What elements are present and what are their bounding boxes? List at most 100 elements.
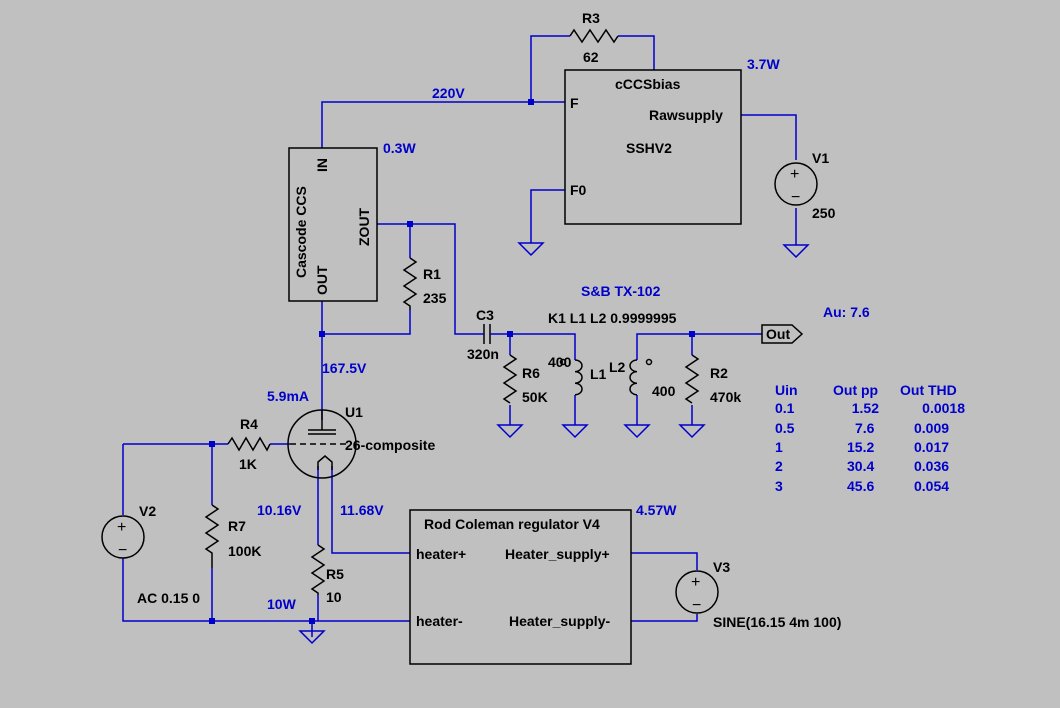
resistor-r1: R1 235 xyxy=(402,257,447,310)
cascode-pin-out: OUT xyxy=(314,265,330,295)
cascode-pin-in: IN xyxy=(314,158,330,172)
net-label-10w: 10W xyxy=(267,596,297,612)
voltage-source-v1: + − V1 250 xyxy=(774,150,836,221)
r2-value: 470k xyxy=(710,389,741,405)
v1-name: V1 xyxy=(812,150,829,166)
transformer-name: S&B TX-102 xyxy=(581,283,661,299)
u1-model: 26-composite xyxy=(345,437,435,453)
ccs-bias-pin-f0: F0 xyxy=(570,182,587,198)
net-label-1016v: 10.16V xyxy=(257,502,302,518)
resistor-r2: R2 470k xyxy=(684,354,741,405)
table-cell: 0.1 xyxy=(775,400,795,416)
table-cell: 7.6 xyxy=(855,420,875,436)
minus-icon: − xyxy=(118,542,127,559)
regulator-power: 4.57W xyxy=(636,502,677,518)
voltage-source-v3: + − V3 SINE(16.15 4m 100) xyxy=(675,559,841,630)
table-header-uin: Uin xyxy=(775,382,798,398)
ccs-bias-block: cCCSbias SSHV2 F F0 Rawsupply 3.7W xyxy=(564,56,780,225)
table-cell: 2 xyxy=(775,458,783,474)
minus-icon: − xyxy=(791,189,800,206)
table-cell: 1.52 xyxy=(852,400,879,416)
resistor-r3: R3 62 xyxy=(569,10,619,65)
ccs-bias-power: 3.7W xyxy=(747,56,780,72)
junction-dots xyxy=(209,99,695,624)
regulator-pin-heater-minus: heater- xyxy=(416,613,463,629)
triode-u1: U1 26-composite xyxy=(287,404,435,479)
table-cell: 0.036 xyxy=(914,458,949,474)
ground-icon xyxy=(298,630,326,645)
l1-value: 400 xyxy=(548,354,572,370)
plus-icon: + xyxy=(790,166,799,183)
transformer-coupling: K1 L1 L2 0.9999995 xyxy=(548,310,677,326)
cascode-name: Cascode CCS xyxy=(293,186,309,278)
r5-value: 10 xyxy=(326,589,342,605)
l1-name: L1 xyxy=(590,366,607,382)
regulator-pin-supply-plus: Heater_supply+ xyxy=(505,546,610,562)
r1-value: 235 xyxy=(423,290,447,306)
ccs-bias-pin-raw: Rawsupply xyxy=(649,107,723,123)
r5-name: R5 xyxy=(326,566,344,582)
table-cell: 3 xyxy=(775,478,783,494)
net-label-anode-current: 5.9mA xyxy=(267,388,309,404)
table-header-out-pp: Out pp xyxy=(833,382,878,398)
ground-icon xyxy=(496,424,524,439)
cascode-ccs-block: Cascode CCS IN OUT ZOUT 0.3W xyxy=(288,140,416,302)
r7-name: R7 xyxy=(228,518,246,534)
table-cell: 1 xyxy=(775,439,783,455)
table-cell: 0.009 xyxy=(914,420,949,436)
gain-label: Au: 7.6 xyxy=(823,304,870,320)
ground-symbols xyxy=(298,242,810,645)
table-cell: 15.2 xyxy=(847,439,874,455)
minus-icon: − xyxy=(692,597,701,614)
ccs-bias-pin-f: F xyxy=(570,95,579,111)
results-table: Uin Out pp Out THD 0.1 1.52 0.0018 0.5 7… xyxy=(775,382,965,494)
cascode-power: 0.3W xyxy=(383,140,416,156)
table-cell: 0.0018 xyxy=(922,400,965,416)
r6-name: R6 xyxy=(522,365,540,381)
transformer-tx102: 400 L1 L2 400 S&B TX-102 K1 L1 L2 0.9999… xyxy=(548,283,677,399)
output-port: Out xyxy=(761,324,804,344)
table-header-out-thd: Out THD xyxy=(900,382,957,398)
cascode-pin-zout: ZOUT xyxy=(356,207,372,246)
net-label-220v: 220V xyxy=(432,85,465,101)
c3-value: 320n xyxy=(467,346,499,362)
net-label-1168v: 11.68V xyxy=(340,502,384,518)
v3-value: SINE(16.15 4m 100) xyxy=(713,614,841,630)
table-cell: 0.054 xyxy=(914,478,949,494)
ground-icon xyxy=(517,242,545,257)
capacitor-c3: C3 320n xyxy=(467,307,499,362)
r2-name: R2 xyxy=(710,365,728,381)
v2-name: V2 xyxy=(139,503,156,519)
table-cell: 45.6 xyxy=(847,478,874,494)
r7-value: 100K xyxy=(228,543,261,559)
net-labels: 220V 167.5V 5.9mA 10.16V 11.68V 10W xyxy=(257,85,465,612)
voltage-source-v2: + − V2 AC 0.15 0 xyxy=(101,503,200,606)
ground-icon xyxy=(678,424,706,439)
ccs-bias-name: cCCSbias xyxy=(615,76,681,92)
output-port-label: Out xyxy=(766,326,790,342)
ground-icon xyxy=(623,424,651,439)
net-label-167v: 167.5V xyxy=(322,360,367,376)
plus-icon: + xyxy=(117,519,126,536)
v1-value: 250 xyxy=(812,205,836,221)
resistor-r4: R4 1K xyxy=(227,416,271,472)
resistor-r6: R6 50K xyxy=(502,354,548,405)
r3-value: 62 xyxy=(583,49,599,65)
regulator-pin-heater-plus: heater+ xyxy=(416,546,466,562)
table-cell: 0.5 xyxy=(775,420,795,436)
ground-icon xyxy=(782,244,810,259)
r4-value: 1K xyxy=(239,456,257,472)
plus-icon: + xyxy=(691,574,700,591)
ground-icon xyxy=(561,424,589,439)
r1-name: R1 xyxy=(423,266,441,282)
regulator-block: Rod Coleman regulator V4 heater+ heater-… xyxy=(409,502,677,665)
r6-value: 50K xyxy=(522,389,548,405)
c3-name: C3 xyxy=(476,307,494,323)
table-cell: 0.017 xyxy=(914,439,949,455)
regulator-pin-supply-minus: Heater_supply- xyxy=(509,613,610,629)
u1-name: U1 xyxy=(345,404,363,420)
regulator-name: Rod Coleman regulator V4 xyxy=(424,516,600,532)
ccs-bias-model: SSHV2 xyxy=(626,140,672,156)
l2-name: L2 xyxy=(609,359,626,375)
